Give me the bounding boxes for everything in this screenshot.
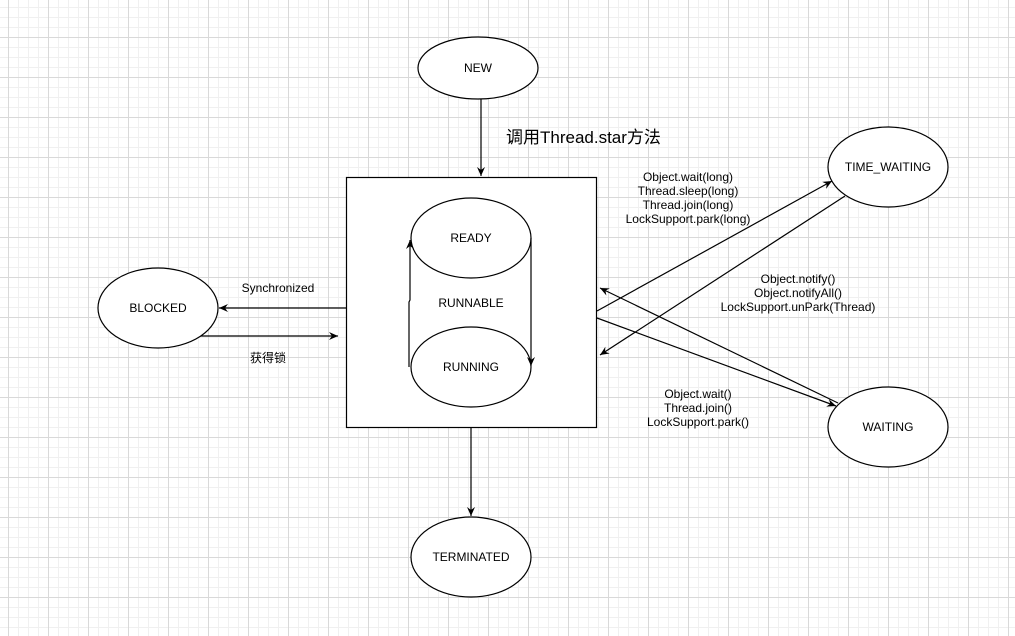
notify-edge-label: Object.notify() Object.notifyAll() LockS… (721, 272, 876, 314)
edge-runnable-to-time-waiting (596, 180, 833, 312)
wait-line: Thread.join() (664, 401, 732, 415)
new-node[interactable] (417, 36, 539, 100)
timed-wait-line: LockSupport.park(long) (626, 212, 751, 226)
edge-waiting-to-runnable (599, 287, 839, 404)
timed-wait-line: Thread.join(long) (643, 198, 734, 212)
wait-edge-label: Object.wait() Thread.join() LockSupport.… (647, 387, 749, 429)
notify-line: LockSupport.unPark(Thread) (721, 300, 876, 314)
timed-wait-line: Thread.sleep(long) (638, 184, 739, 198)
start-edge-label: 调用Thread.star方法 (506, 128, 661, 147)
time-waiting-label: TIME_WAITING (845, 160, 931, 174)
wait-line: Object.wait() (664, 387, 731, 401)
timed-wait-edge-label: Object.wait(long) Thread.sleep(long) Thr… (626, 170, 751, 226)
runnable-box[interactable] (345, 176, 598, 429)
synchronized-edge-label: Synchronized (242, 281, 315, 295)
runnable-label: RUNNABLE (438, 296, 503, 310)
terminated-label: TERMINATED (432, 550, 509, 564)
ready-label: READY (450, 231, 491, 245)
terminated-node[interactable] (410, 516, 532, 598)
waiting-label: WAITING (863, 420, 914, 434)
blocked-label: BLOCKED (129, 301, 187, 315)
ready-node[interactable] (410, 197, 532, 279)
notify-line: Object.notify() (761, 272, 836, 286)
notify-line: Object.notifyAll() (754, 286, 842, 300)
timed-wait-line: Object.wait(long) (643, 170, 733, 184)
edge-running-to-ready (406, 240, 414, 367)
running-node[interactable] (410, 326, 532, 408)
acquire-lock-edge-label: 获得锁 (250, 350, 286, 365)
edge-runnable-to-waiting (596, 317, 837, 407)
waiting-node[interactable] (827, 386, 949, 468)
blocked-node[interactable] (97, 267, 219, 349)
edge-time-waiting-to-runnable (599, 195, 846, 356)
wait-line: LockSupport.park() (647, 415, 749, 429)
running-label: RUNNING (443, 360, 499, 374)
new-label: NEW (464, 61, 493, 75)
time-waiting-node[interactable] (827, 126, 949, 208)
